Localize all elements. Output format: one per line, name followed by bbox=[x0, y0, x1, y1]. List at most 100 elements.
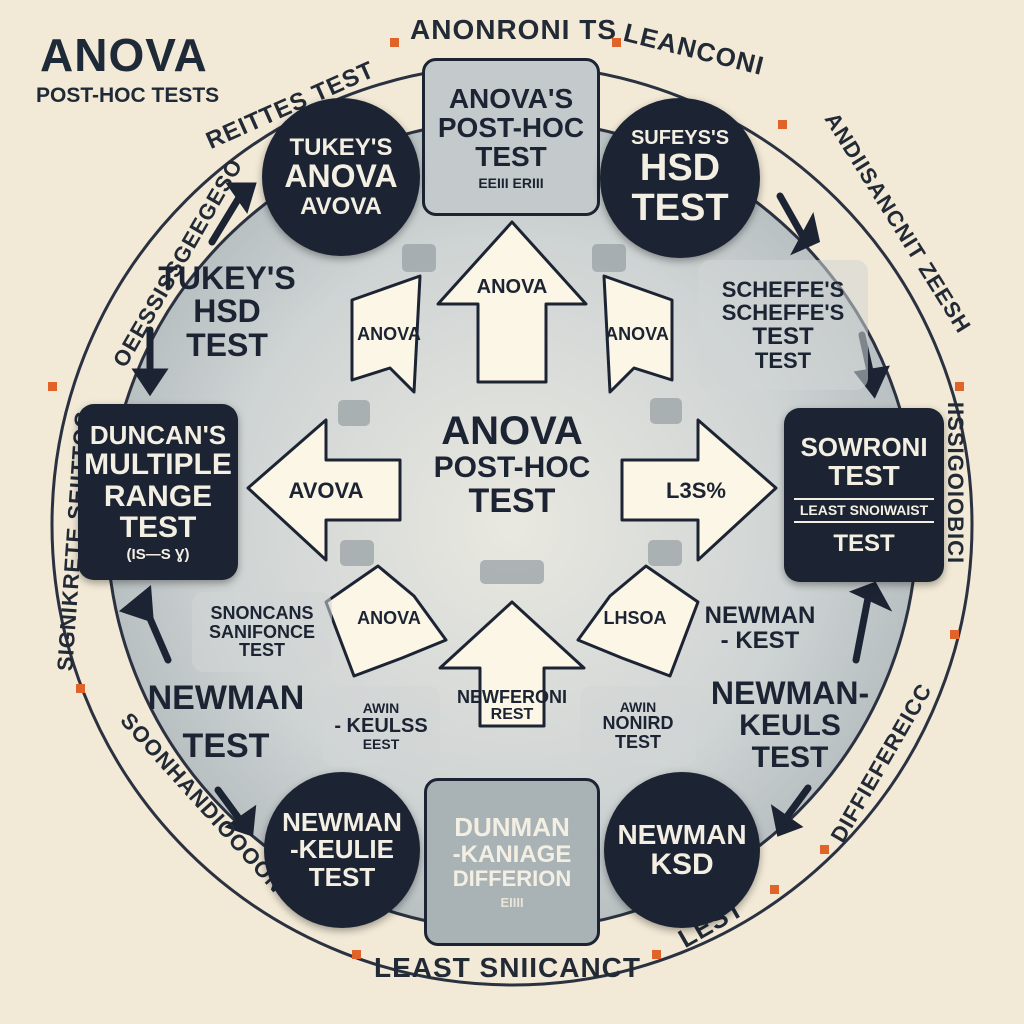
arrow-up-right bbox=[602, 274, 674, 394]
ring-label-right-mid: IISSIGOIOBICI bbox=[943, 401, 969, 565]
center-line: TEST bbox=[468, 481, 556, 520]
node-line: TUKEY'S bbox=[289, 134, 393, 162]
node-line: TEST bbox=[308, 861, 376, 892]
connector-arrow bbox=[852, 594, 872, 664]
connector-arrow-head bbox=[131, 368, 169, 397]
connector-arrow-head bbox=[224, 804, 257, 837]
node-line: SOWRONI bbox=[800, 431, 928, 462]
arrow-down-right bbox=[576, 564, 700, 678]
accent-dot bbox=[612, 38, 621, 47]
accent-dot bbox=[820, 845, 829, 854]
connector-arrow-head bbox=[848, 581, 893, 612]
node-line: TEST bbox=[614, 732, 661, 753]
decorative-tile bbox=[648, 540, 682, 566]
node-inner-left: AWIN - KEULSS EEST bbox=[322, 686, 440, 766]
node-bottom-box: DUNMAN -KANIAGE DIFFERION EIIII bbox=[424, 778, 600, 946]
node-line: AWIN bbox=[619, 698, 657, 715]
page-subtitle: POST-HOC TESTS bbox=[36, 84, 220, 107]
node-line: EEST bbox=[362, 735, 400, 752]
decorative-tile bbox=[402, 244, 436, 272]
node-left-lower-text: SNONCANS SANIFONCE TEST bbox=[192, 592, 332, 672]
node-inner-right: AWIN NONIRD TEST bbox=[580, 686, 696, 766]
node-footer: (IS—S Ɣ) bbox=[126, 545, 190, 563]
node-right-lower-text: NEWMAN - KEST bbox=[690, 596, 830, 660]
node-line: NEWMAN- bbox=[710, 674, 870, 711]
accent-dot bbox=[955, 382, 964, 391]
arrow-left bbox=[246, 418, 402, 562]
node-line: TEST bbox=[752, 322, 814, 350]
node-line: DIFFERION bbox=[452, 865, 572, 891]
node-right-upper-text: SCHEFFE'S SCHEFFE'S TEST TEST bbox=[698, 260, 868, 390]
node-line: -KANIAGE bbox=[452, 840, 572, 868]
node-bottom-left-circle: NEWMAN -KEULIE TEST bbox=[264, 772, 420, 928]
decorative-tile bbox=[592, 244, 626, 272]
arrow-label-left: AVOVA bbox=[288, 478, 364, 503]
node-footer: EIIII bbox=[500, 894, 524, 910]
node-line: NEWMAN bbox=[147, 679, 305, 718]
connector-arrow bbox=[782, 784, 812, 822]
node-footer: TEST bbox=[833, 530, 895, 558]
decorative-tile bbox=[338, 400, 370, 426]
node-line: TEST bbox=[238, 640, 285, 661]
node-line: POST-HOC bbox=[437, 111, 585, 143]
node-line: SANIFONCE bbox=[208, 621, 315, 642]
arrow-right bbox=[620, 418, 778, 562]
node-line: KSD bbox=[650, 847, 714, 881]
decorative-tile bbox=[340, 540, 374, 566]
accent-dot bbox=[48, 382, 57, 391]
node-line: MULTIPLE bbox=[84, 448, 232, 482]
node-left-box: DUNCAN'S MULTIPLE RANGE TEST (IS—S Ɣ) bbox=[78, 404, 238, 580]
accent-dots bbox=[48, 38, 964, 959]
arrow-up bbox=[436, 220, 588, 384]
connector-arrow-head bbox=[118, 585, 154, 623]
connector-arrows bbox=[118, 182, 893, 837]
node-line: NEWFERONI bbox=[457, 687, 567, 708]
node-bottom-right-circle: NEWMAN KSD bbox=[604, 772, 760, 928]
node-line: TEST bbox=[751, 740, 829, 774]
arrow-label-up-left: ANOVA bbox=[357, 324, 421, 344]
node-line: SCHEFFE'S bbox=[721, 299, 845, 325]
page-title: ANOVA bbox=[40, 29, 208, 81]
node-right-box: SOWRONI TEST LEAST SNOIWAIST TEST bbox=[784, 408, 944, 582]
node-line: REST bbox=[490, 706, 534, 724]
node-line: SCHEFFE'S bbox=[721, 276, 845, 302]
node-line: - KEST bbox=[720, 627, 800, 654]
arrow-up-left bbox=[350, 274, 422, 394]
accent-dot bbox=[352, 950, 361, 959]
node-line: KEULS bbox=[739, 709, 841, 743]
arrow-label-up-right: ANOVA bbox=[605, 324, 669, 344]
node-line: TEST bbox=[754, 348, 812, 374]
node-line: - KEULSS bbox=[334, 714, 428, 737]
node-left-upper-text: TUKEY'S HSD TEST bbox=[142, 254, 312, 370]
node-line: TEST bbox=[828, 460, 900, 492]
center-arrows bbox=[246, 220, 778, 728]
arrow-label-down-left: ANOVA bbox=[357, 608, 421, 628]
accent-dot bbox=[950, 630, 959, 639]
connector-arrow bbox=[208, 192, 244, 246]
center-line: POST-HOC bbox=[433, 451, 591, 484]
arrow-label-down-right: LHSOA bbox=[603, 608, 667, 628]
accent-dot bbox=[76, 684, 85, 693]
node-left-bottom-text: NEWMAN TEST bbox=[140, 668, 312, 778]
accent-dot bbox=[770, 885, 779, 894]
node-top-box: ANOVA'S POST-HOC TEST EEIII ERIII bbox=[422, 58, 600, 216]
node-line: TEST bbox=[186, 326, 268, 363]
node-line: TEST bbox=[182, 727, 270, 765]
connector-arrow-head bbox=[770, 804, 804, 837]
node-line: SUFEYS'S bbox=[630, 126, 730, 149]
node-line: TEST bbox=[119, 511, 197, 545]
node-line: NEWMAN bbox=[617, 818, 747, 850]
decorative-tiles bbox=[338, 244, 682, 584]
node-line: DUNMAN bbox=[454, 812, 570, 843]
arrow-up-lower bbox=[438, 600, 586, 728]
decorative-tile bbox=[480, 560, 544, 584]
connector-arrow-head bbox=[790, 212, 821, 256]
node-line: HSD bbox=[193, 293, 261, 330]
node-line: AVOVA bbox=[300, 192, 382, 220]
arrow-label-right: L3S% bbox=[666, 478, 726, 503]
decorative-tile bbox=[650, 398, 682, 424]
node-line: ANOVA bbox=[284, 158, 398, 195]
node-line: -KEULIE bbox=[290, 834, 394, 865]
node-line: ANOVA'S bbox=[448, 82, 574, 114]
